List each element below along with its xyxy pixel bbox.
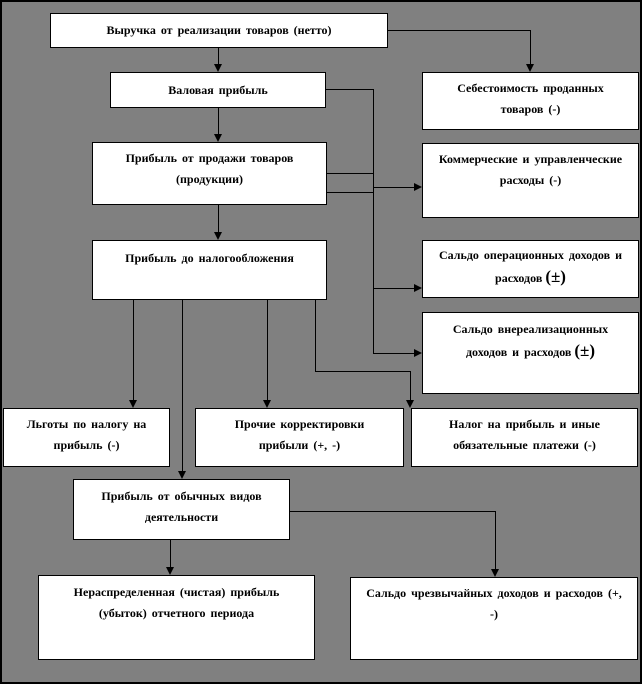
box-pretax-profit-label: Прибыль до налогообложения [125,251,294,265]
box-revenue: Выручка от реализации товаров (нетто) [50,13,388,48]
box-nonop-line2-text: доходов и расходов [465,345,572,359]
connector-pretax-otheradj [267,300,268,400]
arrowhead-down [166,567,174,575]
connector-sales-trunk-1 [327,173,374,174]
connector-pretax-ordinary [182,300,183,471]
connector-revenue-gross [218,48,219,64]
box-commadm-line1: Коммерческие и управленческие [438,152,623,166]
arrowhead-down [214,64,222,72]
arrowhead-down [263,400,271,408]
connector-trunk-commadm [373,187,414,188]
box-pretax-profit: Прибыль до налогообложения [92,240,327,300]
arrowhead-down [214,232,222,240]
box-extraordinary-balance: Сальдо чрезвычайных доходов и расходов (… [350,577,638,660]
box-gross-profit-label: Валовая прибыль [168,83,268,97]
box-retained-profit: Нераспределенная (чистая) прибыль (убыто… [38,575,315,660]
plus-minus-sign: (±) [574,341,596,360]
arrowhead-down [406,400,414,408]
box-revenue-label: Выручка от реализации товаров (нетто) [106,23,332,37]
box-retained-line2: (убыток) отчетного периода [98,606,255,620]
connector-gross-trunk [326,89,374,90]
box-gross-profit: Валовая прибыль [110,72,326,108]
box-opbal-line1: Сальдо операционных доходов и [439,248,622,262]
box-commadm-line2: расходы (-) [499,173,562,187]
box-nonop-line1: Сальдо внереализационных [452,322,609,336]
box-taxben-line1: Льготы по налогу на [26,417,147,431]
box-proftax-line2: обязательные платежи (-) [453,438,596,452]
connector-trunk [373,89,374,354]
arrowhead-right [414,183,422,191]
box-sales-profit: Прибыль от продажи товаров (продукции) [92,142,327,205]
plus-minus-sign: (±) [545,267,566,286]
connector-sales-trunk-2 [327,192,374,193]
connector-pretax-proftax-v1 [315,300,316,371]
connector-pretax-taxben [133,300,134,400]
box-extra-line1: Сальдо чрезвычайных доходов и расходов (… [366,586,622,600]
box-otheradj-line2: прибыли (+, -) [258,438,341,452]
arrowhead-down [491,569,499,577]
box-operating-balance: Сальдо операционных доходов и расходов(±… [422,240,639,298]
box-sales-profit-line1: Прибыль от продажи товаров [125,151,294,165]
box-other-adjustments: Прочие корректировки прибыли (+, -) [195,408,404,467]
arrowhead-right [414,284,422,292]
connector-ordinary-extra-h [290,511,496,512]
box-cost-of-goods-sold: Себестоимость проданных товаров (-) [422,72,639,130]
arrowhead-right [414,349,422,357]
box-ordinary-line1: Прибыль от обычных видов [101,489,262,503]
box-cogs-line2: товаров (-) [500,102,561,116]
box-extra-line2: -) [490,607,498,621]
connector-trunk-nonop [373,353,414,354]
arrowhead-down [129,400,137,408]
connector-ordinary-extra-v [495,511,496,569]
box-nonop-line2: доходов и расходов(±) [423,340,638,363]
box-ordinary-line2: деятельности [144,510,219,524]
arrowhead-down [214,134,222,142]
box-commercial-admin-expenses: Коммерческие и управленческие расходы (-… [422,143,639,218]
box-taxben-line2: прибыль (-) [53,438,120,452]
box-opbal-line2: расходов(±) [423,266,638,289]
connector-revenue-cogs-h [388,30,530,31]
box-cogs-line1: Себестоимость проданных [457,81,604,95]
box-profit-tax: Налог на прибыль и иные обязательные пла… [411,408,638,467]
connector-sales-pretax [218,205,219,232]
connector-pretax-proftax-h [315,371,411,372]
connector-trunk-opbal [373,288,414,289]
box-tax-benefits: Льготы по налогу на прибыль (-) [3,408,170,467]
arrowhead-down [526,64,534,72]
box-sales-profit-line2: (продукции) [176,172,243,186]
box-ordinary-profit: Прибыль от обычных видов деятельности [73,479,290,540]
box-opbal-line2-text: расходов [495,271,543,285]
box-retained-line1: Нераспределенная (чистая) прибыль [73,585,280,599]
connector-ordinary-retained [170,540,171,567]
box-proftax-line1: Налог на прибыль и иные [449,417,600,431]
connector-pretax-proftax-v2 [410,371,411,400]
box-otheradj-line1: Прочие корректировки [234,417,365,431]
connector-gross-sales [218,108,219,134]
box-nonoperating-balance: Сальдо внереализационных доходов и расхо… [422,312,639,394]
arrowhead-down [178,471,186,479]
connector-revenue-cogs-v [530,30,531,64]
